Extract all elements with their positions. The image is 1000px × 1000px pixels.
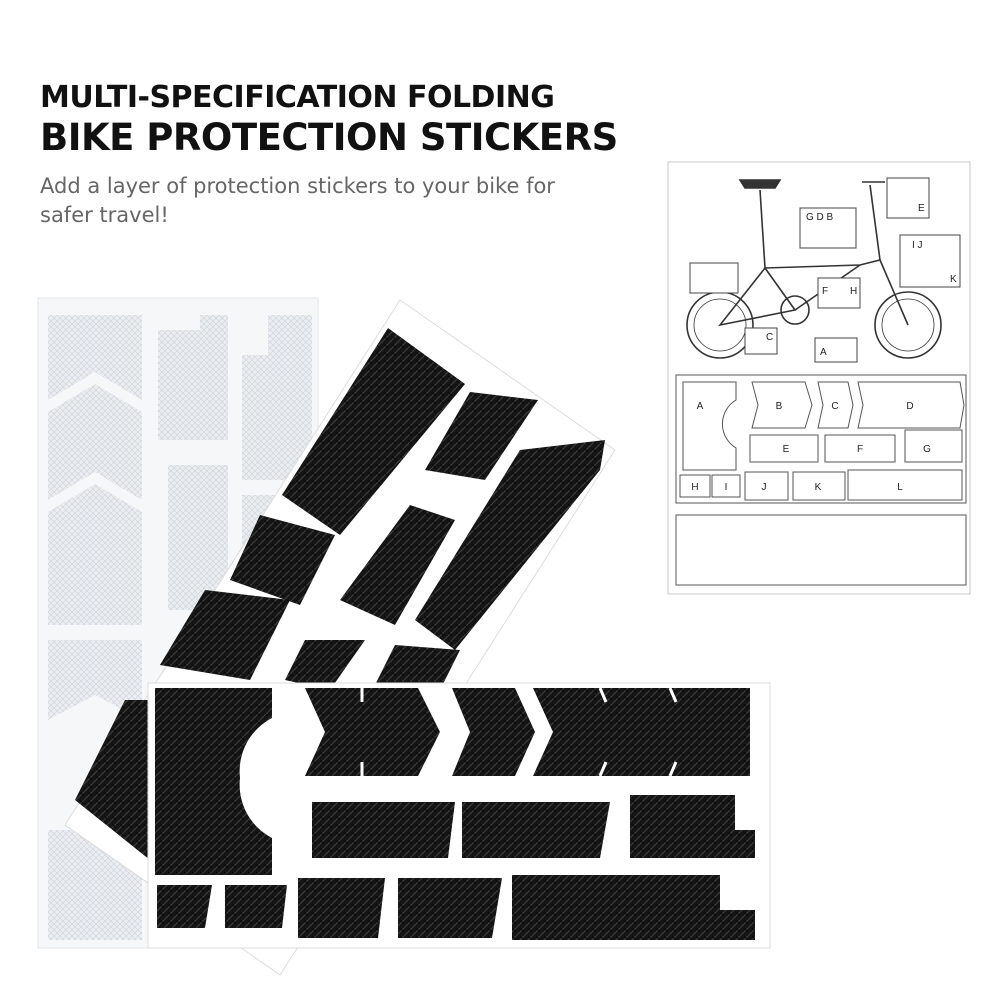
sticker-piece-labels: A B C D E F G H I J K L [691, 401, 931, 493]
callout-label-e: E [918, 203, 925, 214]
piece-label-i: I [725, 482, 728, 493]
diagram-callouts [689, 177, 961, 363]
piece-label-a: A [697, 401, 704, 412]
sticker-layout-outline [675, 374, 967, 586]
piece-label-h: H [691, 482, 698, 493]
piece-label-d: D [906, 401, 913, 412]
piece-label-e: E [783, 444, 790, 455]
piece-label-c: C [831, 401, 838, 412]
callout-label-c: C [766, 332, 773, 343]
carbon-sticker-sheet-flat [147, 682, 771, 949]
callout-label-ij: I J [912, 240, 923, 251]
piece-label-g: G [923, 444, 931, 455]
callout-label-a: A [820, 347, 827, 358]
headline-line-2: BIKE PROTECTION STICKERS [40, 116, 618, 159]
callout-label-gdb: G D B [806, 212, 834, 223]
instruction-diagram-sheet: G D B E I J K F H C A A B [667, 161, 971, 595]
callout-label-k: K [950, 274, 957, 285]
piece-label-j: J [762, 482, 767, 493]
callout-label-h: H [850, 286, 857, 297]
piece-label-b: B [776, 401, 783, 412]
piece-label-k: K [815, 482, 822, 493]
headline-line-1: MULTI-SPECIFICATION FOLDING [40, 80, 555, 115]
diagram-callout-labels: G D B E I J K F H C A [766, 203, 957, 358]
subtitle-text: Add a layer of protection stickers to yo… [40, 174, 555, 227]
callout-label-f: F [822, 286, 828, 297]
piece-label-l: L [897, 482, 903, 493]
piece-label-f: F [857, 444, 863, 455]
